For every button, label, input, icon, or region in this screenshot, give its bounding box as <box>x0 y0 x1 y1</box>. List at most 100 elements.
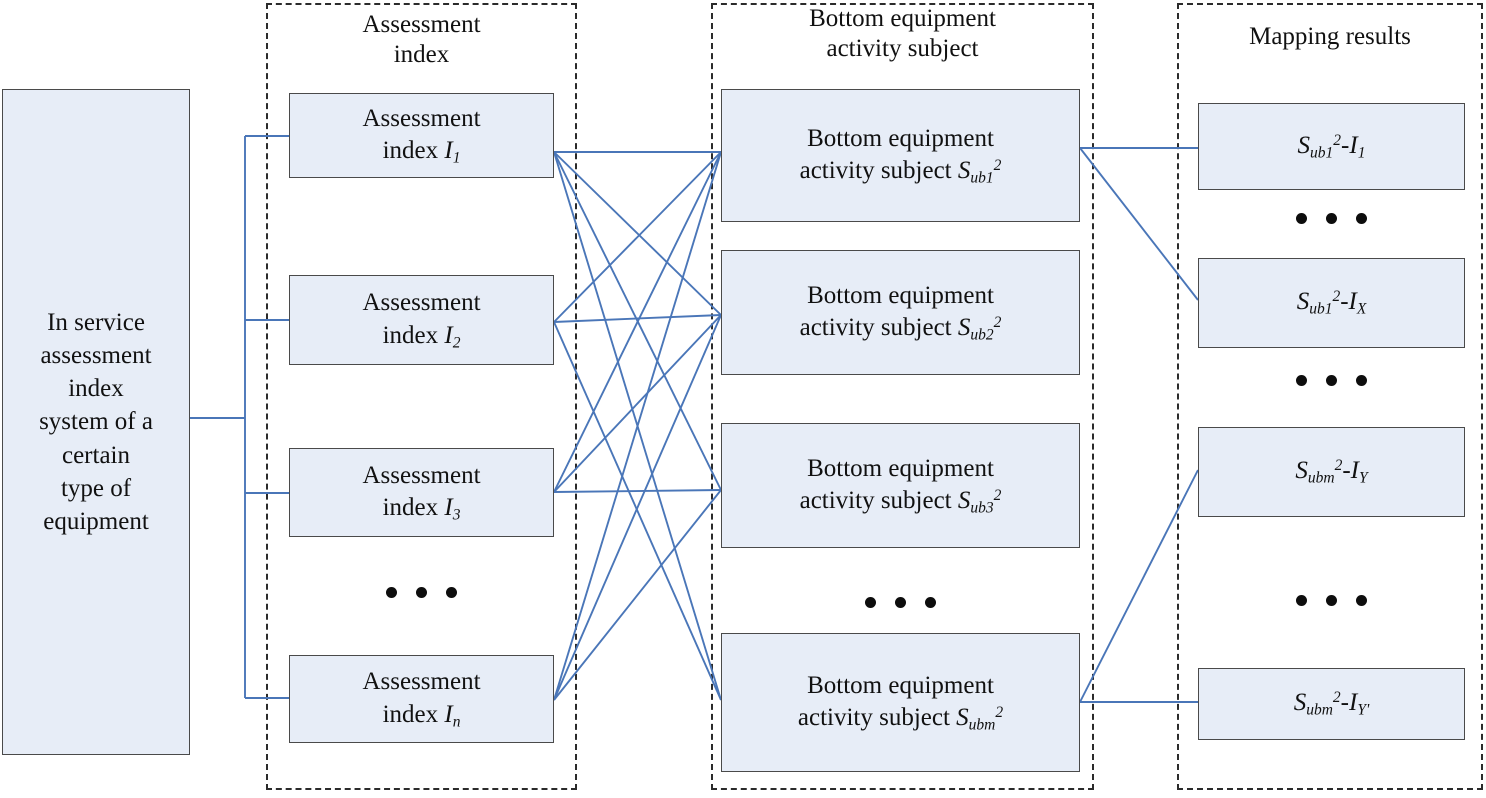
node-subscript: ub1 <box>1310 144 1334 162</box>
ellipsis-dot <box>386 586 397 598</box>
root-label-line-4: system of a <box>39 408 153 436</box>
node-symbol-2: I <box>1350 457 1359 485</box>
root-label-line-2: assessment <box>40 341 152 369</box>
node-bottom-equipment-sub2[interactable]: Bottom equipment activity subject Sub22 <box>721 250 1080 375</box>
node-mapping-result-1[interactable]: Sub12-I1 <box>1198 103 1465 190</box>
node-superscript: 2 <box>1332 689 1341 707</box>
node-subscript: ubm <box>1306 701 1333 719</box>
node-separator: - <box>1340 288 1349 316</box>
node-root-assessment-index-system[interactable]: In service assessment index system of a … <box>2 89 190 755</box>
node-symbol-2: I <box>1348 288 1357 316</box>
column-header-line-1: Assessment <box>362 11 481 38</box>
ellipsis-mapping-results-2 <box>1198 368 1465 392</box>
node-superscript: 2 <box>993 313 1002 331</box>
ellipsis-bottom-equipment <box>721 590 1080 614</box>
node-assessment-index-n[interactable]: Assessment index In <box>289 655 554 743</box>
column-header-bottom-equipment: Bottom equipment activity subject <box>711 4 1094 63</box>
node-subscript: ub2 <box>970 326 994 344</box>
root-label-line-7: equipment <box>43 508 149 536</box>
ellipsis-dot <box>446 586 457 598</box>
node-superscript: 2 <box>1333 131 1342 149</box>
node-symbol: S <box>956 704 969 732</box>
node-label: Sub12-IX <box>1297 286 1367 319</box>
node-mapping-result-4[interactable]: Subm2-IY' <box>1198 668 1465 740</box>
node-symbol-2: I <box>1349 689 1358 717</box>
node-bottom-equipment-sub3[interactable]: Bottom equipment activity subject Sub32 <box>721 423 1080 548</box>
wire-in-sub3 <box>553 489 722 701</box>
wire-in-sub2 <box>553 314 722 701</box>
node-label-line-2: index I3 <box>362 492 480 525</box>
node-label-prefix: activity subject <box>799 157 958 185</box>
ellipsis-assessment-index <box>289 580 554 604</box>
node-mapping-result-3[interactable]: Subm2-IY <box>1198 427 1465 517</box>
node-symbol: S <box>1295 457 1308 485</box>
node-symbol: S <box>1297 131 1311 159</box>
node-symbol: S <box>957 487 971 515</box>
ellipsis-dot <box>1296 212 1307 224</box>
wire-i2-sub2 <box>553 314 722 323</box>
node-label-line-1: Bottom equipment <box>807 454 994 482</box>
node-label-line-2: activity subject Sub12 <box>800 155 1002 188</box>
ellipsis-dot <box>1356 594 1367 606</box>
root-label-line-6: type of <box>60 474 132 502</box>
node-superscript: 2 <box>1332 288 1341 306</box>
node-superscript: 2 <box>993 156 1002 174</box>
node-label-line-2: index I1 <box>362 135 480 168</box>
ellipsis-mapping-results-3 <box>1198 588 1465 612</box>
ellipsis-dot <box>1296 594 1307 606</box>
node-label-line-1: Assessment <box>362 461 481 489</box>
column-frame-bottom-equipment <box>711 3 1094 790</box>
ellipsis-dot <box>416 586 427 598</box>
node-symbol: I <box>444 494 453 522</box>
node-subscript: n <box>452 712 461 730</box>
node-assessment-index-2[interactable]: Assessment index I2 <box>289 275 554 365</box>
node-assessment-index-1[interactable]: Assessment index I1 <box>289 93 554 178</box>
node-subscript-2: Y' <box>1357 701 1370 719</box>
wire-i1-sub2 <box>553 151 722 316</box>
node-symbol: S <box>1293 689 1307 717</box>
node-mapping-result-2[interactable]: Sub12-IX <box>1198 258 1465 348</box>
node-subscript: ub1 <box>1309 300 1333 318</box>
node-label-prefix: index <box>382 321 445 349</box>
node-bottom-equipment-sub1[interactable]: Bottom equipment activity subject Sub12 <box>721 89 1080 222</box>
column-header-line-2: index <box>393 40 450 68</box>
node-label-prefix: activity subject <box>799 314 958 342</box>
node-subscript-2: 1 <box>1357 144 1366 162</box>
column-frame-mapping-results <box>1177 3 1483 790</box>
node-subscript: 1 <box>452 149 461 167</box>
node-label-line-1: Bottom equipment <box>807 124 994 152</box>
wire-i3-sub2 <box>553 314 722 493</box>
node-symbol: S <box>1296 288 1310 316</box>
node-bottom-equipment-subm[interactable]: Bottom equipment activity subject Subm2 <box>721 633 1080 772</box>
node-label: Sub12-I1 <box>1298 130 1366 163</box>
ellipsis-dot <box>1326 374 1337 386</box>
node-label-line-1: Assessment <box>362 104 481 132</box>
wire-in-sub1 <box>553 151 722 701</box>
column-frame-assessment-index <box>266 3 577 790</box>
wire-i3-sub3 <box>553 489 722 493</box>
ellipsis-dot <box>1326 594 1337 606</box>
ellipsis-mapping-results-1 <box>1198 206 1465 230</box>
wire-i2-subm <box>553 321 722 701</box>
node-subscript: ubm <box>968 716 996 734</box>
node-subscript: ub1 <box>970 169 994 187</box>
node-label: Subm2-IY' <box>1294 687 1370 720</box>
column-header-line-1: Bottom equipment <box>809 5 996 32</box>
node-label-prefix: activity subject <box>797 704 957 732</box>
node-label-prefix: activity subject <box>799 487 958 515</box>
wire-subm-map3 <box>1079 469 1199 703</box>
ellipsis-dot <box>1296 374 1307 386</box>
node-label-line-2: activity subject Subm2 <box>798 702 1003 735</box>
node-assessment-index-3[interactable]: Assessment index I3 <box>289 448 554 537</box>
column-header-line-2: activity subject <box>826 34 979 62</box>
column-header-mapping-results: Mapping results <box>1177 22 1483 52</box>
ellipsis-dot <box>895 596 906 608</box>
ellipsis-dot <box>1356 374 1367 386</box>
node-label-prefix: index <box>382 494 445 522</box>
wire-i2-sub1 <box>553 151 722 323</box>
node-subscript: 2 <box>452 333 461 351</box>
node-symbol: I <box>444 321 453 349</box>
node-root-label: In service assessment index system of a … <box>39 306 153 539</box>
node-label-prefix: index <box>382 700 445 728</box>
